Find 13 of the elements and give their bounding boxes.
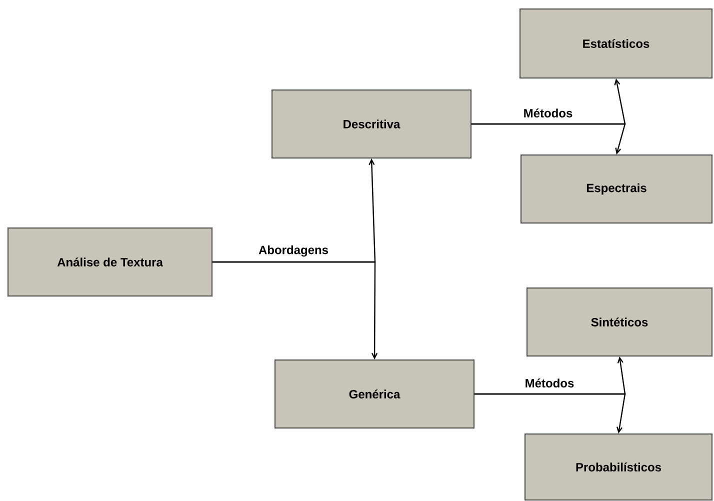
edge-label: Métodos	[522, 108, 574, 118]
process-box: Análise de Textura	[8, 228, 212, 296]
connector-arrow	[212, 261, 378, 360]
connector-arrow	[474, 393, 626, 434]
edge-label: Métodos	[524, 378, 576, 388]
process-box: Estatísticos	[520, 8, 712, 78]
connector-arrow	[472, 123, 626, 154]
process-box: Descritiva	[272, 90, 472, 158]
process-box: Sintéticos	[526, 288, 712, 356]
process-box: Espectrais	[520, 154, 712, 224]
edge-label: Abordagens	[258, 244, 330, 258]
process-box: Probabilísticos	[524, 434, 712, 500]
process-box: Genérica	[274, 360, 474, 428]
